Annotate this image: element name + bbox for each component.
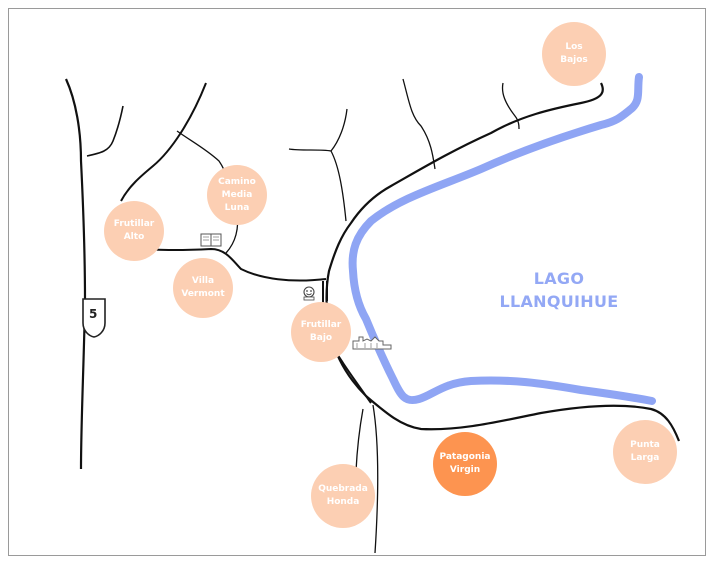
place-label: Bajo [309, 333, 333, 343]
coastal-road [325, 82, 681, 442]
highway-5 [64, 78, 87, 470]
place-label: Frutillar [300, 320, 342, 330]
south-road [355, 408, 364, 472]
theater-icon[interactable] [303, 286, 315, 301]
lake-name-line1: LAGO [533, 269, 585, 288]
place-label: Quebrada [318, 484, 368, 494]
place-label: Frutillar [113, 219, 155, 229]
place-label: Virgin [449, 465, 481, 475]
west-road [120, 82, 207, 202]
place-label: Larga [630, 453, 660, 463]
place-label: Honda [326, 497, 360, 507]
place-label: Villa [191, 276, 215, 286]
lakeshore-line [348, 73, 656, 405]
museum-icon[interactable] [352, 336, 392, 350]
place-label: Patagonia [439, 452, 491, 462]
place-label: Punta [630, 440, 660, 450]
place-label: Luna [224, 202, 250, 213]
west-road-2 [86, 105, 124, 157]
place-label: Los [565, 42, 583, 52]
north-road-1 [288, 148, 347, 222]
south-road-2 [372, 404, 379, 554]
north-road-4 [501, 82, 520, 130]
north-road-2 [330, 108, 348, 152]
place-label: Bajos [560, 55, 588, 65]
place-label: Alto [123, 232, 145, 242]
book-icon[interactable] [200, 233, 222, 247]
route-5-shield-icon [82, 298, 106, 338]
place-label: Camino [218, 176, 256, 187]
lake-name-label: LAGO LLANQUIHUE [479, 267, 639, 313]
route-5-number: 5 [89, 307, 98, 321]
north-road-3 [402, 78, 436, 170]
place-label: Vermont [181, 289, 225, 299]
lake-name-line2: LLANQUIHUE [499, 292, 619, 311]
place-label: Media [221, 189, 253, 200]
